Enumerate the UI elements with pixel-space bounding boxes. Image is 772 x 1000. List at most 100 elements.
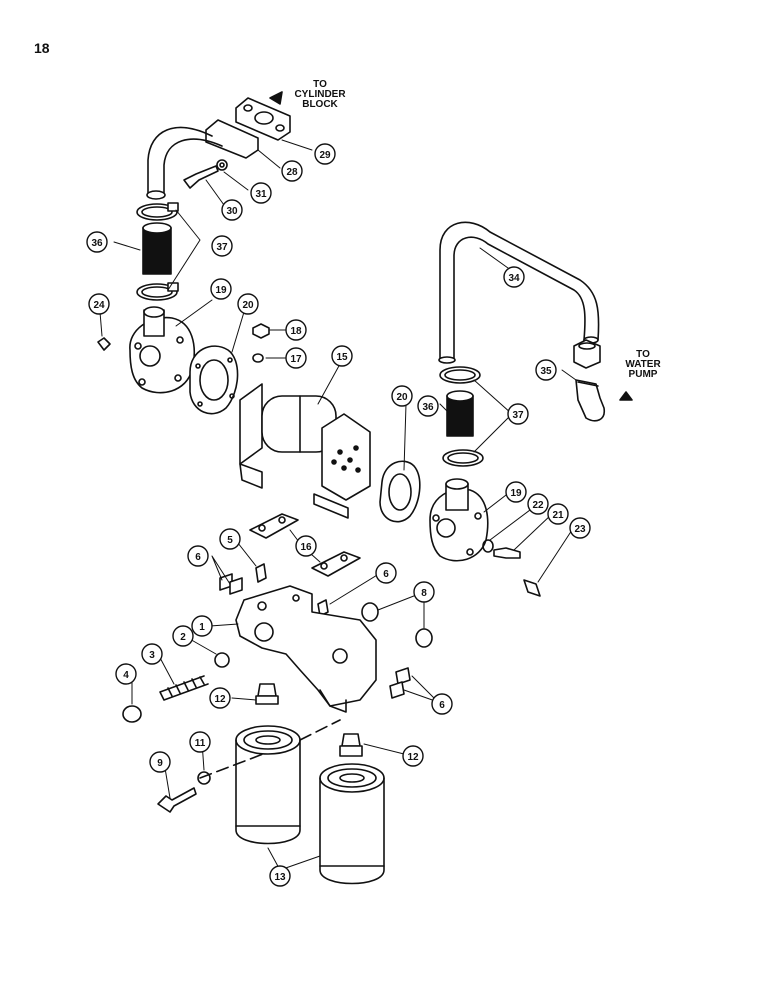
callout-23: 23 (569, 517, 591, 539)
callout-28: 28 (281, 160, 303, 182)
callout-20: 20 (391, 385, 413, 407)
callout-11: 11 (189, 731, 211, 753)
callout-label: 19 (510, 488, 522, 499)
note-line: CYLINDER (294, 89, 346, 100)
note-line: TO (313, 79, 327, 90)
callout-label: 6 (383, 569, 389, 580)
callout-label: 4 (123, 670, 129, 681)
callout-label: 5 (227, 535, 233, 546)
washer-17 (252, 353, 264, 363)
callout-35: 35 (535, 359, 557, 381)
callout-circle (402, 745, 424, 767)
callout-1: 1 (191, 615, 213, 637)
callout-label: 20 (242, 300, 254, 311)
callout-circle (237, 293, 259, 315)
callout-17: 17 (285, 347, 307, 369)
plug-6 (395, 667, 411, 685)
callout-18: 18 (285, 319, 307, 341)
callout-circle (191, 615, 213, 637)
washer-11 (197, 771, 211, 785)
callout-circle (375, 562, 397, 584)
callout-circle (141, 643, 163, 665)
callout-label: 24 (93, 300, 105, 311)
callout-2: 2 (172, 625, 194, 647)
callout-circle (527, 493, 549, 515)
hose-34 (438, 221, 600, 364)
callout-circle (503, 266, 525, 288)
adapter-12-left (255, 683, 279, 705)
callout-circle (250, 182, 272, 204)
filter-base-1 (235, 585, 377, 713)
plug-6 (229, 577, 243, 595)
callout-12: 12 (209, 687, 231, 709)
callout-circle (505, 481, 527, 503)
callout-label: 18 (290, 326, 302, 337)
callout-label: 22 (532, 500, 544, 511)
callout-label: 6 (195, 552, 201, 563)
callout-24: 24 (88, 293, 110, 315)
callout-37: 37 (211, 235, 233, 257)
callout-label: 20 (396, 392, 408, 403)
washer-31 (216, 159, 228, 171)
callout-circle (115, 663, 137, 685)
callout-29: 29 (314, 143, 336, 165)
callout-label: 23 (574, 524, 586, 535)
bolt-21 (493, 547, 521, 559)
gasket-20-left (189, 345, 239, 415)
alignment-line (199, 719, 341, 779)
callout-circle (281, 160, 303, 182)
callout-6: 6 (187, 545, 209, 567)
callout-label: 6 (439, 700, 445, 711)
note-line: PUMP (628, 369, 658, 380)
callout-19: 19 (505, 481, 527, 503)
tube-28 (146, 119, 259, 200)
callout-label: 15 (336, 352, 348, 363)
callout-label: 31 (255, 189, 267, 200)
callout-label: 37 (216, 242, 228, 253)
callout-20: 20 (237, 293, 259, 315)
callout-circle (285, 347, 307, 369)
callout-circle (187, 545, 209, 567)
note-line: WATER (625, 359, 661, 370)
callout-15: 15 (331, 345, 353, 367)
adapter-12-right (339, 733, 363, 757)
callout-label: 19 (215, 285, 227, 296)
cap-4 (122, 705, 142, 723)
callout-4: 4 (115, 663, 137, 685)
callout-circle (331, 345, 353, 367)
callout-circle (149, 751, 171, 773)
housing-19-right (429, 478, 489, 562)
arrow-to-cylinder-block (269, 91, 283, 105)
plug-24 (97, 337, 111, 351)
hose-clamp-37-top (136, 202, 179, 221)
callout-label: 37 (512, 410, 524, 421)
gasket-20-right (379, 460, 421, 523)
callout-37: 37 (507, 403, 529, 425)
fitting-23 (523, 579, 541, 597)
bolt-9 (157, 787, 197, 813)
ball-2 (214, 652, 230, 668)
callout-16: 16 (295, 535, 317, 557)
callout-circle (507, 403, 529, 425)
callout-circle (86, 231, 108, 253)
callout-circle (417, 395, 439, 417)
callout-12: 12 (402, 745, 424, 767)
fitting-35 (573, 339, 606, 422)
callout-19: 19 (210, 278, 232, 300)
callout-circle (431, 693, 453, 715)
callout-circle (285, 319, 307, 341)
filter-13-left (235, 725, 301, 845)
callout-circle (189, 731, 211, 753)
callout-circle (269, 865, 291, 887)
nut-18 (252, 323, 270, 339)
hose-clamp-37-bottom (136, 282, 179, 301)
callout-label: 35 (540, 366, 552, 377)
callout-label: 30 (226, 206, 238, 217)
hose-clamp-37-right-top (439, 366, 481, 384)
callout-label: 1 (199, 622, 205, 633)
callout-31: 31 (250, 182, 272, 204)
callout-label: 2 (180, 632, 186, 643)
spring-3 (159, 675, 209, 701)
callout-circle (88, 293, 110, 315)
